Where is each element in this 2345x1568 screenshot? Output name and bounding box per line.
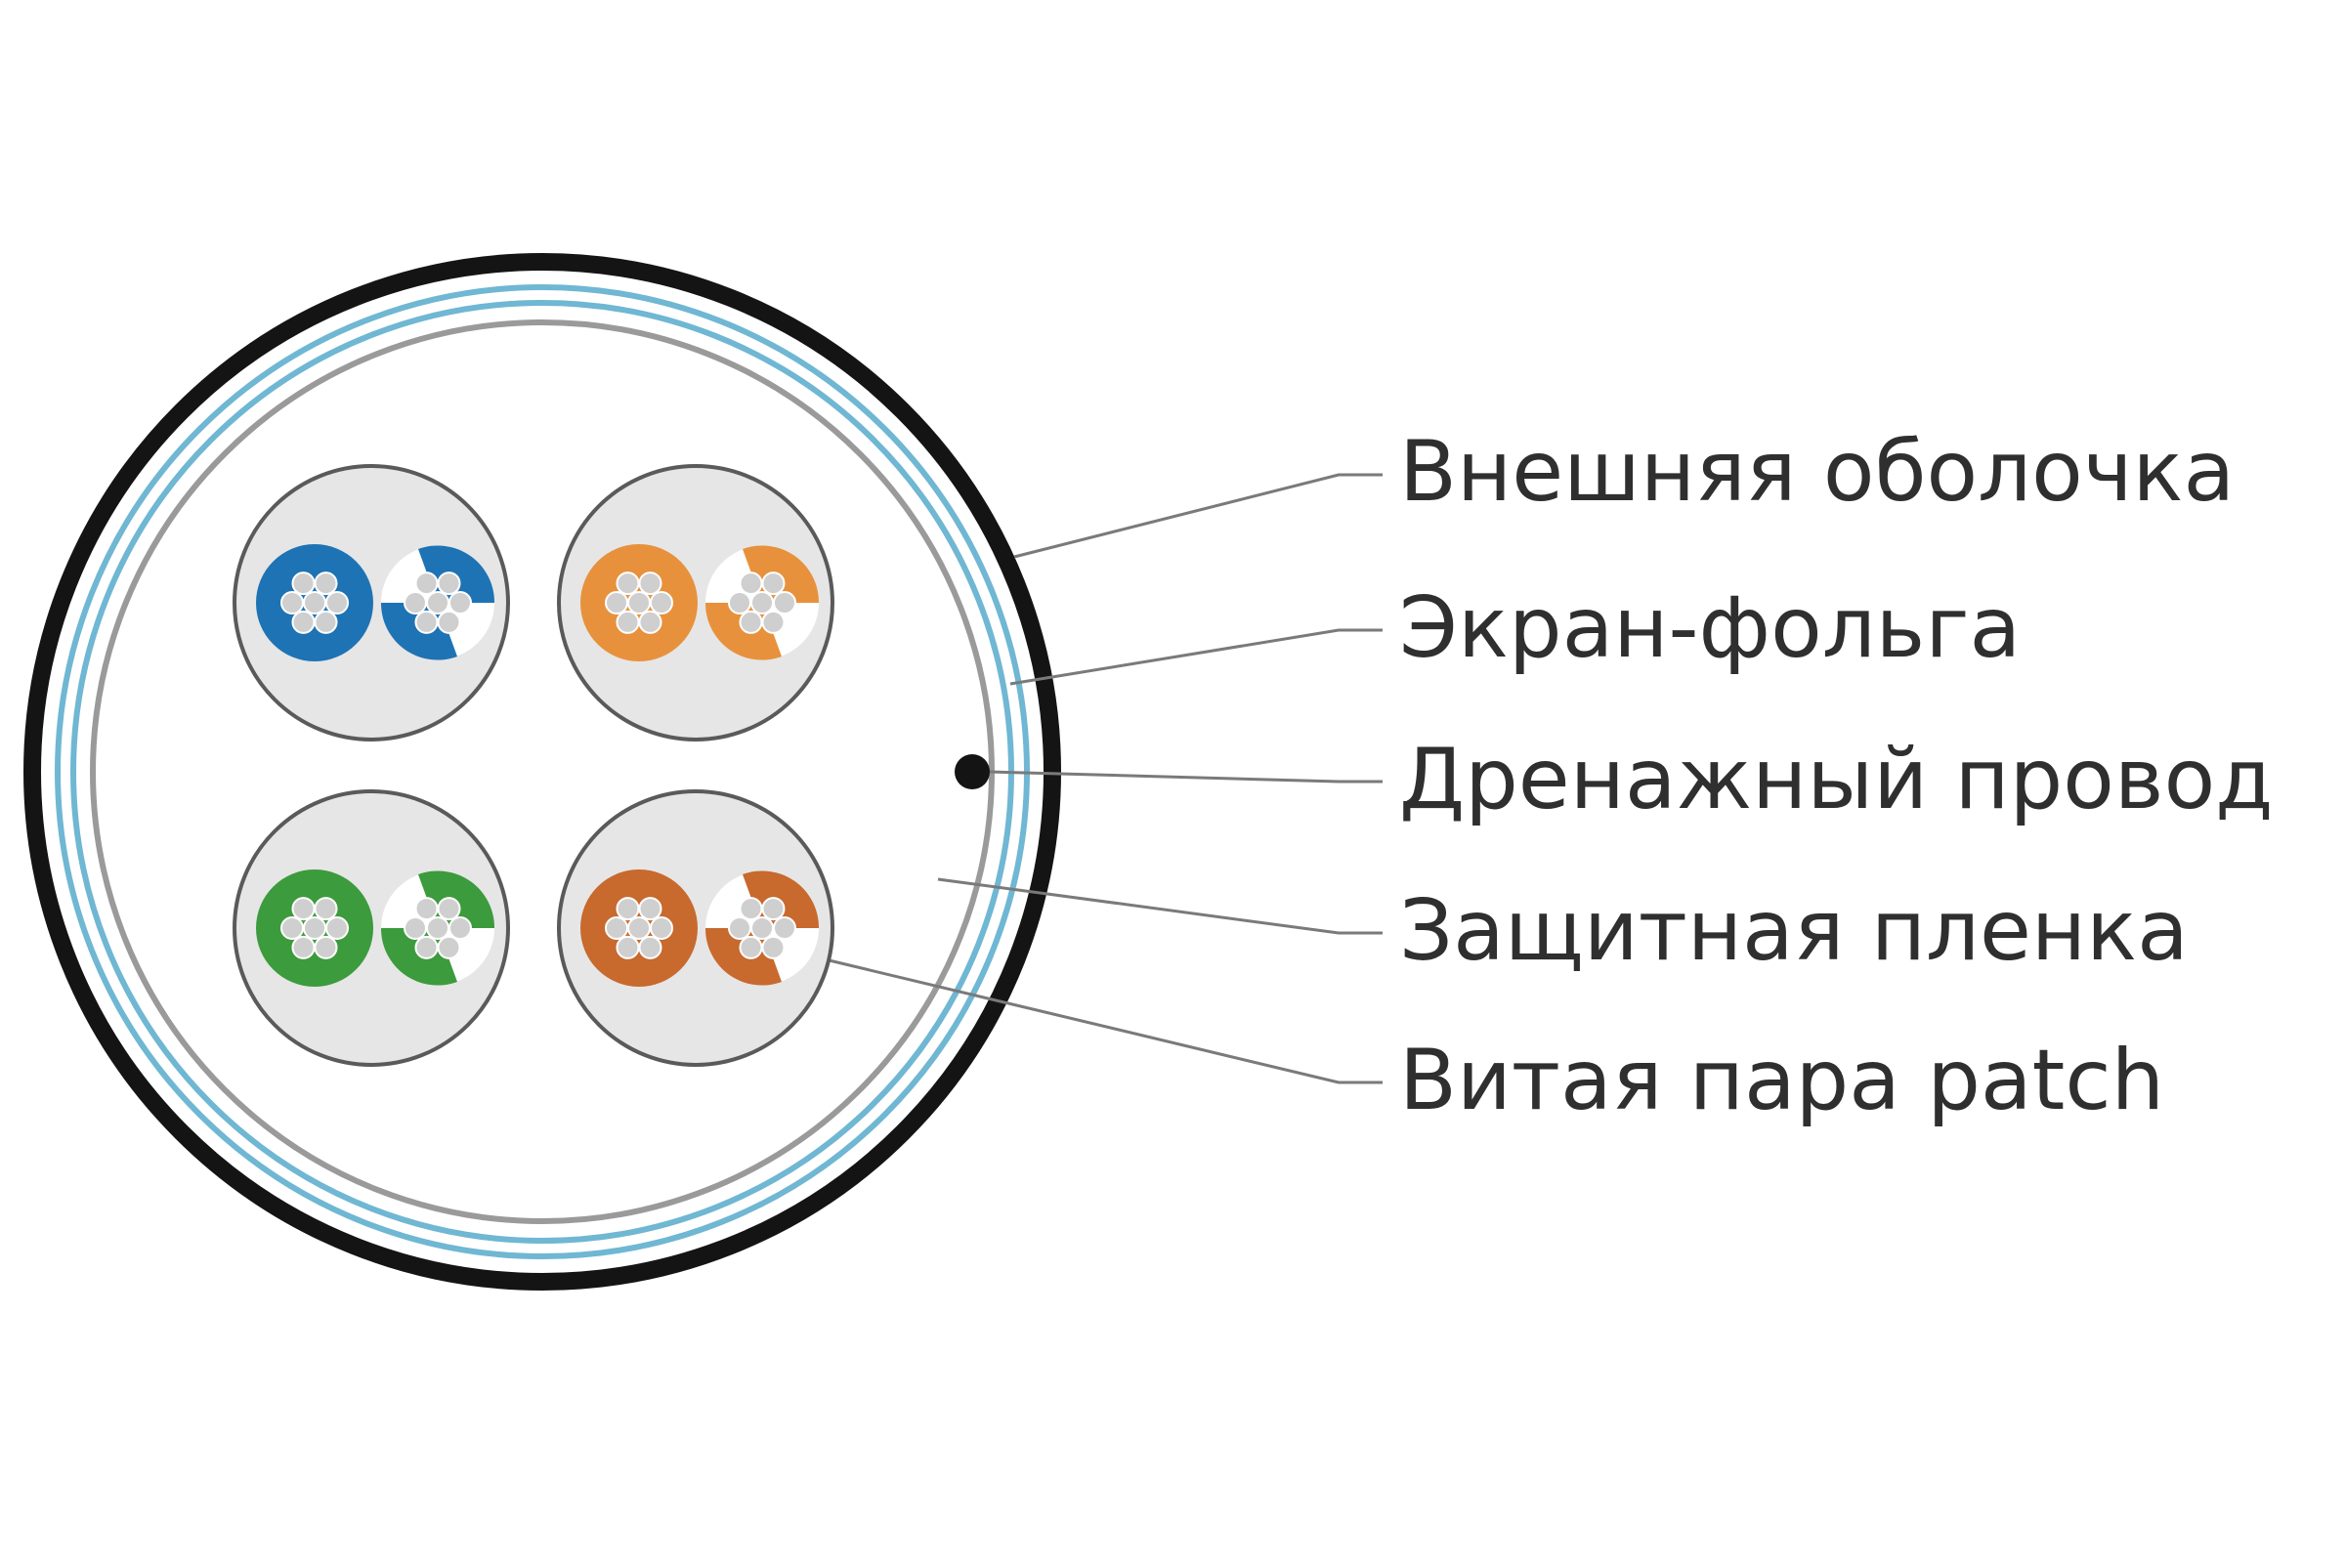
pair-blue-solid-strand	[314, 572, 338, 596]
twisted-pairs	[233, 464, 834, 1067]
pair-green-striped-strand	[448, 916, 472, 940]
pair-orange-solid-strand	[638, 610, 662, 634]
pair-green-solid-strand	[280, 916, 304, 940]
pair-orange-solid-strand	[650, 591, 673, 614]
pair-green-solid-strand	[314, 935, 338, 959]
pair-orange-striped-strand	[728, 591, 751, 614]
pair-brown-striped-strand	[750, 916, 774, 940]
pair-orange-solid-strand	[605, 591, 628, 614]
leader-line-drain-wire	[989, 770, 1383, 784]
pair-brown-solid-strand	[616, 897, 640, 921]
leader-line-foil-shield	[1009, 628, 1383, 686]
leader-line-twisted-pair	[795, 951, 1383, 1084]
label-drain-wire: Дренажный провод	[1399, 731, 2274, 828]
pair-orange-striped-strand	[773, 591, 796, 614]
pair-brown-solid-strand	[638, 897, 662, 921]
pair-green-striped-strand	[414, 897, 439, 921]
pair-blue-solid-strand	[291, 610, 316, 634]
pair-brown-solid-strand	[616, 935, 640, 959]
pair-orange-solid-strand	[616, 610, 640, 634]
outer-jacket-ring	[23, 253, 1061, 1291]
pair-brown-solid-strand	[605, 916, 628, 940]
pair-green-solid-strand	[291, 897, 316, 921]
pair-brown-solid-strand	[650, 916, 673, 940]
pair-blue-striped-strand	[448, 591, 472, 614]
pair-green-striped-strand	[404, 916, 427, 940]
pair-orange-striped-strand	[761, 610, 786, 634]
pair-blue-solid-strand	[325, 591, 349, 614]
pair-green-solid-strand	[325, 916, 349, 940]
pair-orange	[557, 464, 834, 742]
label-protective-film: Защитная пленка	[1399, 882, 2189, 980]
pair-blue-striped-strand	[437, 610, 461, 634]
pair-orange-solid-strand	[627, 591, 651, 614]
pair-blue-striped-strand	[404, 591, 427, 614]
pair-blue	[233, 464, 510, 742]
pair-brown	[557, 789, 834, 1067]
pair-brown-striped-strand	[739, 897, 763, 921]
pair-blue-solid-strand	[314, 610, 338, 634]
pair-green-solid-strand	[303, 916, 326, 940]
pair-brown-striped-strand	[761, 935, 786, 959]
pair-blue-solid-strand	[280, 591, 304, 614]
pair-blue-solid-strand	[303, 591, 326, 614]
pair-blue-striped-strand	[414, 572, 439, 596]
pair-green-striped-strand	[426, 916, 449, 940]
pair-green-solid-strand	[291, 935, 316, 959]
pair-blue-striped-strand	[426, 591, 449, 614]
pair-orange-solid-strand	[616, 572, 640, 596]
label-twisted-pair: Витая пара patch	[1399, 1032, 2165, 1129]
pair-brown-striped-strand	[739, 935, 763, 959]
pair-brown-striped-strand	[761, 897, 786, 921]
pair-blue-solid-strand	[291, 572, 316, 596]
pair-blue-striped-strand	[414, 610, 439, 634]
pair-brown-striped-strand	[773, 916, 796, 940]
pair-orange-striped-strand	[739, 610, 763, 634]
pair-green-striped-strand	[414, 935, 439, 959]
pair-orange-striped-strand	[750, 591, 774, 614]
pair-brown-solid-strand	[638, 935, 662, 959]
pair-green	[233, 789, 510, 1067]
pair-blue-striped-strand	[437, 572, 461, 596]
leader-line-outer-jacket	[1013, 473, 1383, 559]
pair-brown-solid-strand	[627, 916, 651, 940]
pair-green-solid-strand	[314, 897, 338, 921]
pair-orange-striped-strand	[761, 572, 786, 596]
leader-line-protective-film	[937, 877, 1383, 935]
pair-green-striped-strand	[437, 935, 461, 959]
drain-wire	[955, 754, 990, 789]
pair-green-striped-strand	[437, 897, 461, 921]
pair-brown-striped-strand	[728, 916, 751, 940]
pair-orange-solid-strand	[638, 572, 662, 596]
pair-orange-striped-strand	[739, 572, 763, 596]
label-outer-jacket: Внешняя оболочка	[1399, 423, 2236, 521]
label-foil-shield: Экран-фольга	[1399, 579, 2022, 677]
